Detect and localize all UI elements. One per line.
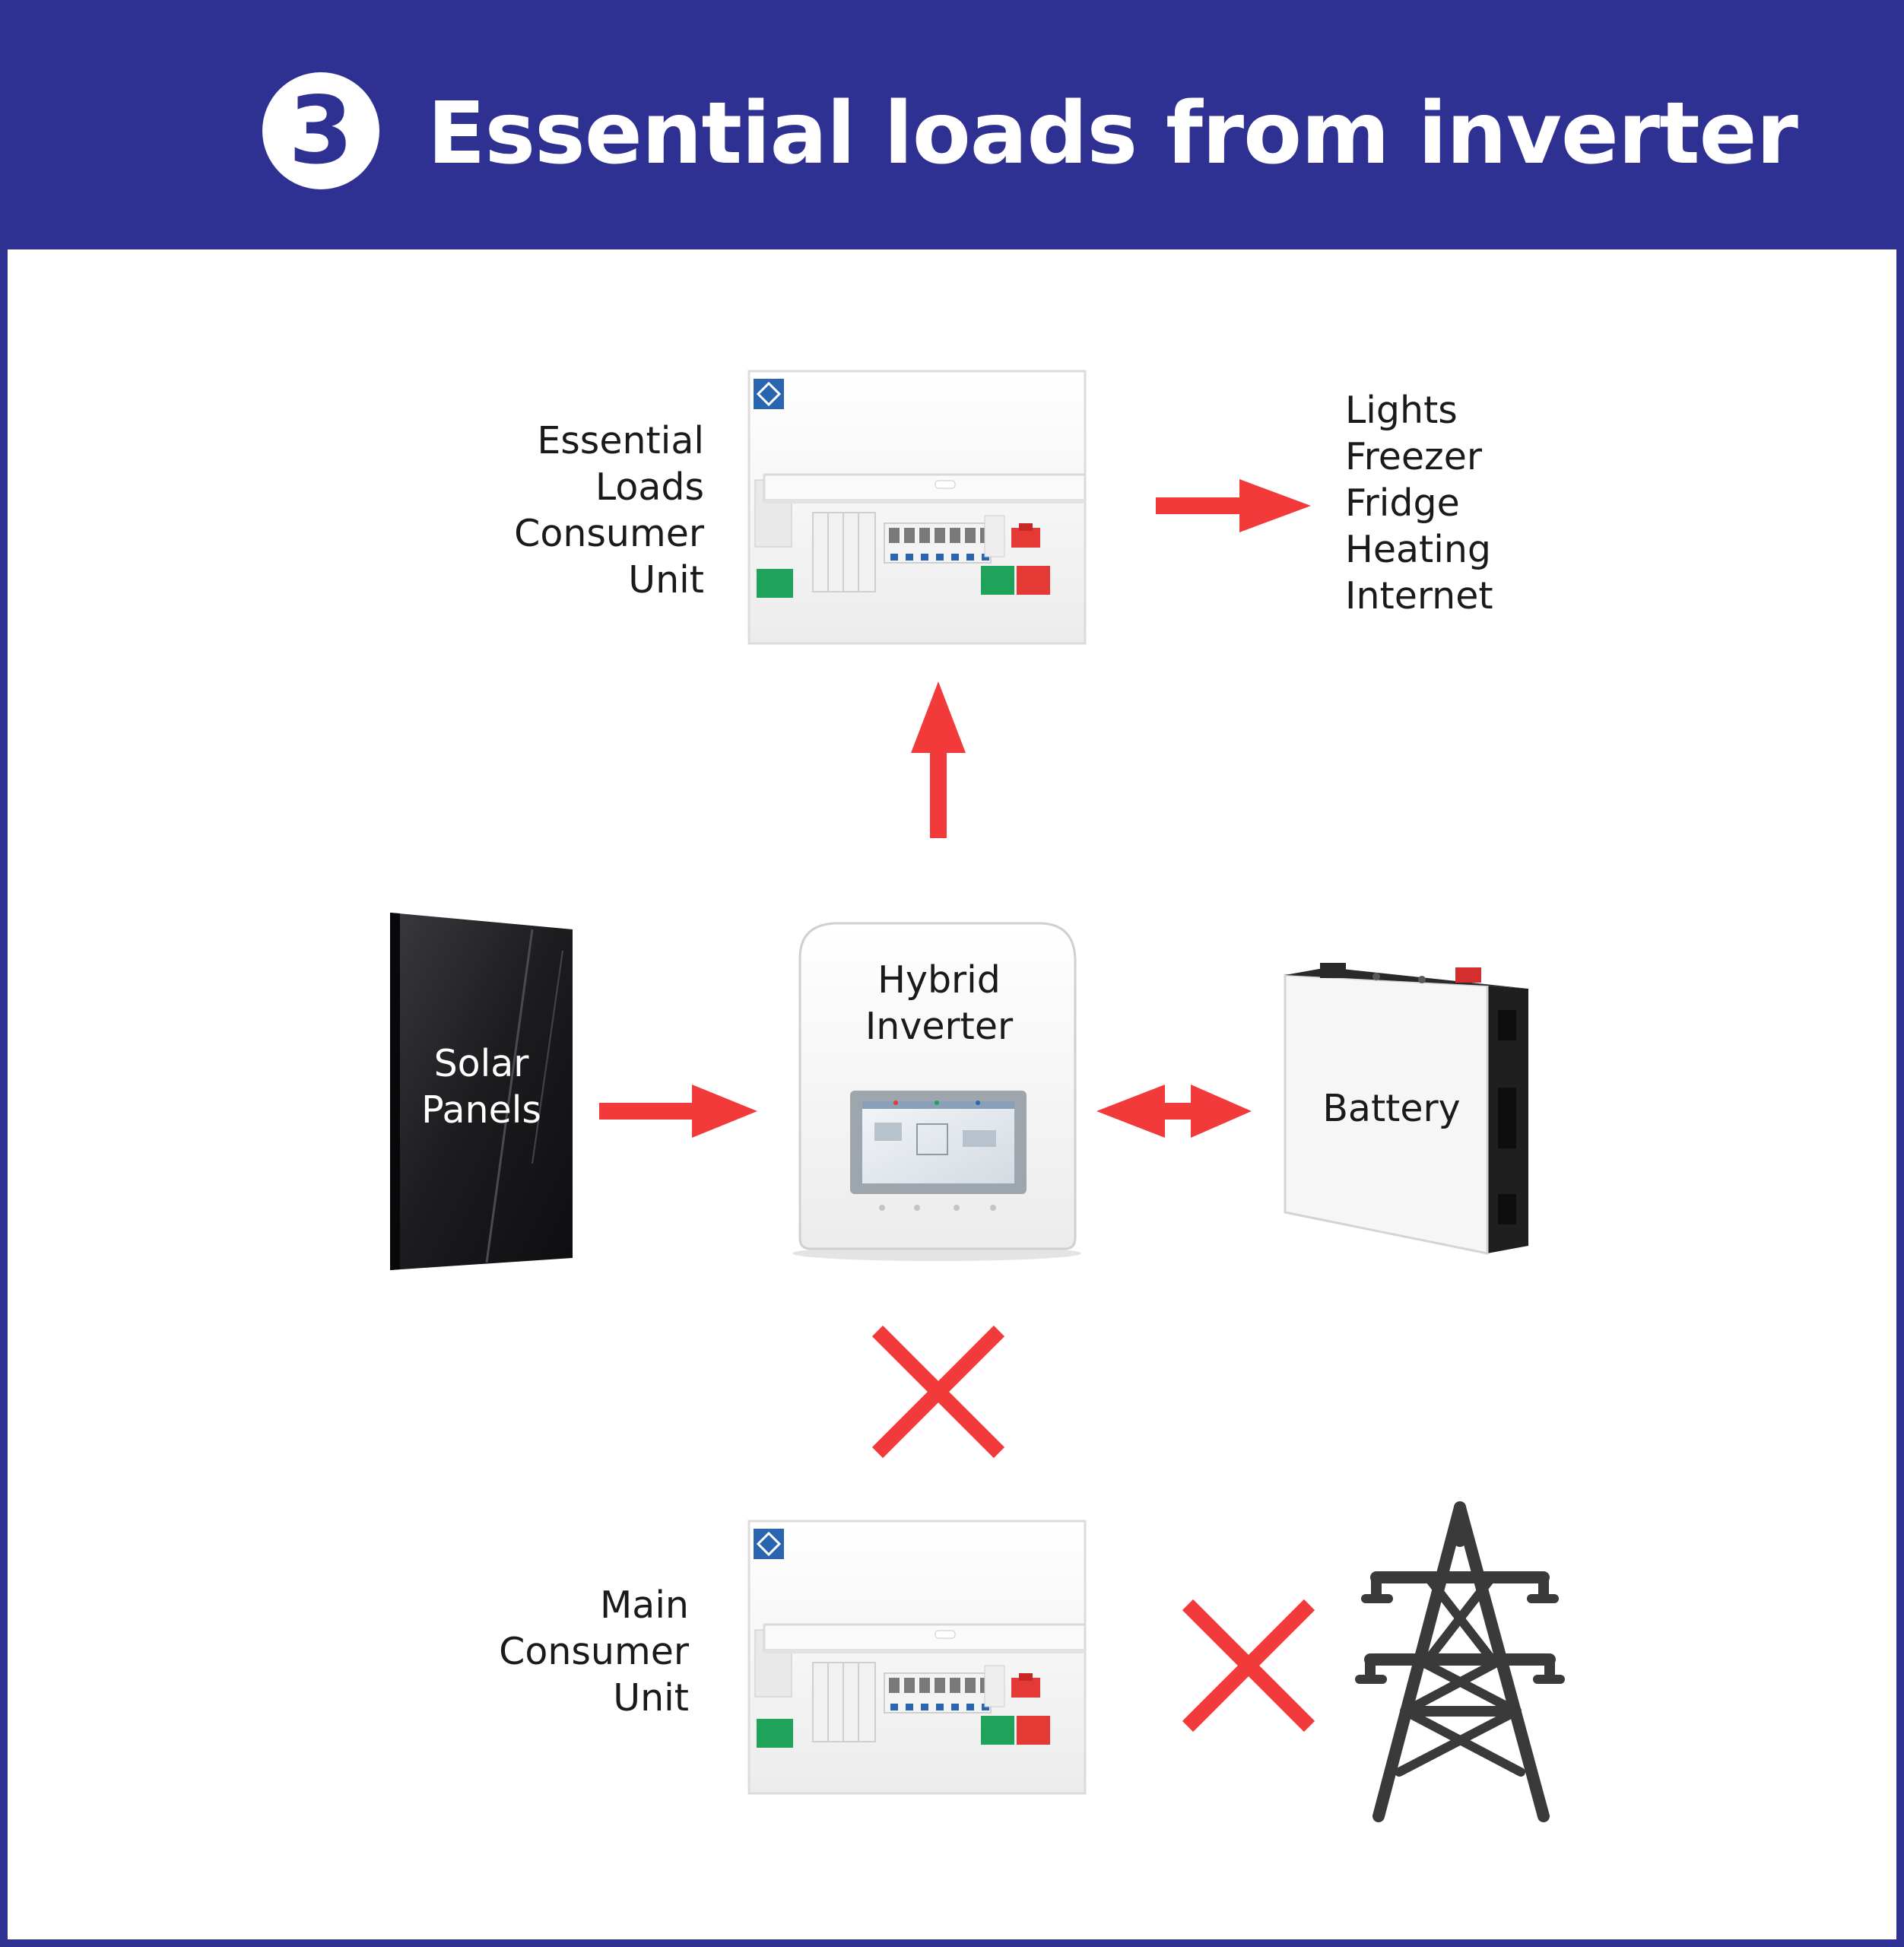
main-consumer-unit-icon [747,1520,1087,1795]
inverter-icon [792,922,1081,1261]
battery-icon [1284,963,1528,1255]
essential-consumer-unit-label: Essential Loads Consumer Unit [514,419,704,602]
arrow-cu-to-loads [1156,479,1311,532]
cross-icon-grid [1188,1605,1309,1726]
essential-consumer-unit-icon [747,370,1087,645]
list-item: Internet [1345,574,1493,618]
list-item: Lights [1345,389,1458,432]
arrow-inverter-battery-bidirectional [1096,1085,1252,1138]
battery-label: Battery [1322,1087,1461,1130]
list-item: Freezer [1345,435,1482,478]
essential-loads-list: Lights Freezer Fridge Heating Internet [1345,387,1573,619]
solar-panel-icon [390,913,573,1270]
header-bar: 3 Essential loads from inverter [8,8,1896,249]
arrow-inverter-to-essential-cu [911,681,966,838]
page-title: Essential loads from inverter [427,84,1798,183]
solar-panels-label: Solar Panels [421,1042,541,1132]
pylon-icon [1355,1501,1565,1822]
list-item: Fridge [1345,481,1460,525]
step-number-badge: 3 [262,72,379,189]
cross-icon-inverter-main-cu [877,1331,999,1453]
main-consumer-unit-label: Main Consumer Unit [499,1583,689,1720]
list-item: Heating [1345,528,1492,571]
hybrid-inverter-label: Hybrid Inverter [865,958,1014,1048]
diagram-graphics [390,370,1565,1822]
arrow-solar-to-inverter [599,1085,757,1138]
